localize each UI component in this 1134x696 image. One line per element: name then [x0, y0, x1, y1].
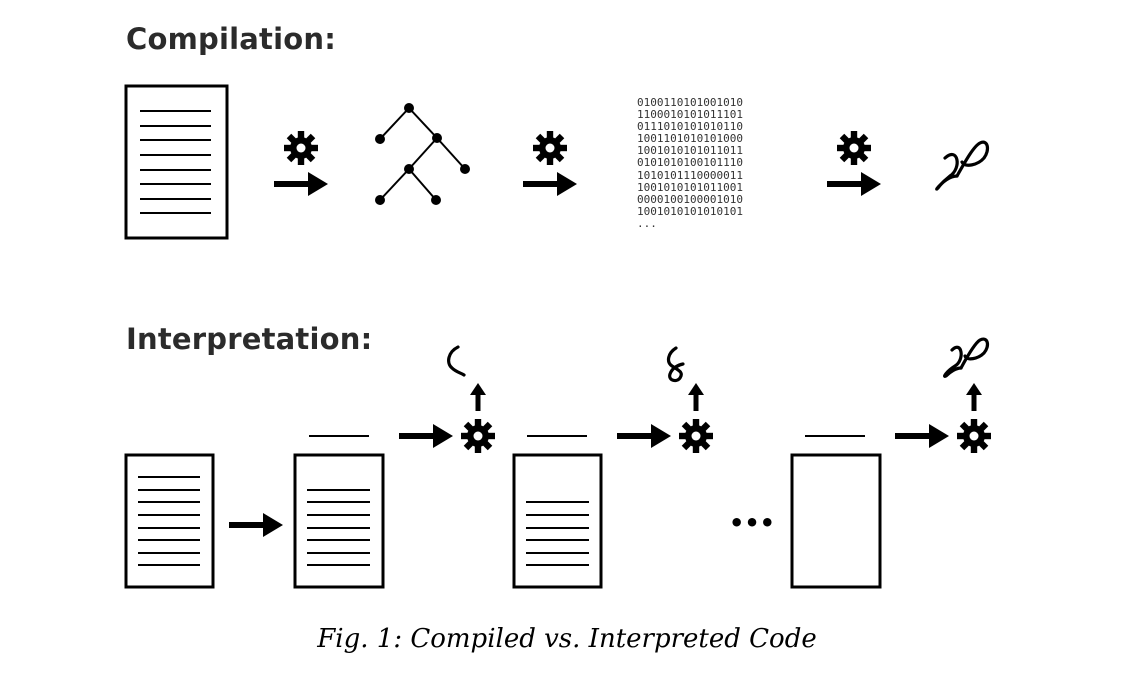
binary-ellipsis: ...	[637, 216, 657, 230]
binary-code-block: 0100110101001010 1100010101011101 011101…	[637, 96, 743, 230]
binary-line: 0000100100001010	[637, 192, 743, 206]
arrow-right-icon	[523, 172, 577, 196]
squiggle-output-icon	[935, 140, 990, 191]
arrow-right-icon	[229, 513, 283, 537]
arrow-right-icon	[895, 424, 949, 448]
gear-icon	[679, 419, 713, 453]
interpretation-heading: Interpretation:	[126, 322, 373, 356]
document-step-2-icon	[512, 435, 603, 589]
arrow-right-icon	[399, 424, 453, 448]
binary-line: 1001010101011001	[637, 180, 743, 194]
squiggle-output-partial-2-icon	[666, 346, 685, 383]
binary-line: 1001010101011011	[637, 144, 743, 158]
squiggle-output-icon	[942, 337, 990, 378]
source-document-icon	[124, 84, 229, 240]
arrow-right-icon	[617, 424, 671, 448]
binary-line: 1001101010101000	[637, 132, 743, 146]
gear-icon	[837, 131, 871, 165]
document-step-1-icon	[293, 435, 385, 589]
binary-line: 0100110101001010	[637, 96, 743, 109]
binary-line: 1010101110000011	[637, 168, 743, 182]
gear-icon	[957, 419, 991, 453]
arrow-up-icon	[688, 383, 704, 411]
binary-line: 1100010101011101	[637, 108, 743, 122]
compilation-heading: Compilation:	[126, 22, 337, 56]
gear-icon	[533, 131, 567, 165]
document-empty-icon	[790, 435, 882, 589]
gear-icon	[461, 419, 495, 453]
binary-line: 0111010101010110	[637, 120, 743, 134]
gear-icon	[284, 131, 318, 165]
arrow-up-icon	[966, 383, 982, 411]
figure-caption: Fig. 1: Compiled vs. Interpreted Code	[317, 624, 817, 654]
binary-line: 1001010101010101	[637, 204, 743, 218]
arrow-right-icon	[827, 172, 881, 196]
binary-line: 0101010100101110	[637, 156, 743, 170]
arrow-right-icon	[274, 172, 328, 196]
source-document-icon	[124, 453, 215, 589]
arrow-up-icon	[470, 383, 486, 411]
ellipsis: •••	[729, 509, 775, 537]
squiggle-output-partial-1-icon	[447, 345, 466, 377]
syntax-tree-icon	[375, 103, 470, 205]
